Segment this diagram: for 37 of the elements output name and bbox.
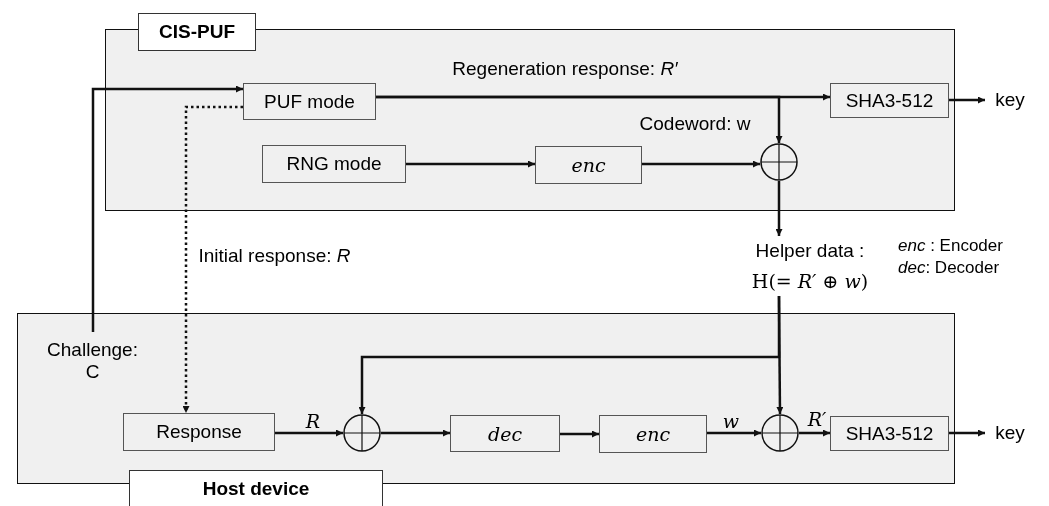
hash-box: SHA3-512 (830, 416, 949, 451)
arrow (949, 429, 985, 437)
arrow (799, 429, 830, 437)
process-box: Response (123, 413, 275, 451)
edge-label: R (304, 410, 322, 432)
signal-label: Helper data : (755, 240, 865, 262)
arrow (775, 181, 783, 236)
panel-title: CIS-PUF (138, 13, 256, 51)
encoder-box: enc (535, 146, 642, 184)
arrow (376, 95, 783, 143)
edge-label: R′ (806, 408, 828, 430)
panel-title: Host device (129, 470, 383, 506)
arrow (560, 430, 599, 438)
arrow (381, 429, 450, 437)
arrow (642, 160, 760, 168)
process-box: RNG mode (262, 145, 406, 183)
hash-box: SHA3-512 (830, 83, 949, 118)
edge-label: Codeword: w (638, 113, 752, 135)
arrow (358, 296, 781, 414)
note-text: enc : Encoder (898, 236, 1003, 256)
edge-label: Regeneration response: R′ (451, 58, 679, 80)
encoder-box: enc (599, 415, 707, 453)
arrow (275, 429, 343, 437)
arrow (91, 85, 243, 332)
output-label: key (995, 89, 1025, 111)
edge-label: Initial response: R (197, 245, 352, 267)
decoder-box: dec (450, 415, 560, 452)
process-box: PUF mode (243, 83, 376, 120)
edge-label: w (721, 410, 741, 432)
output-label: key (995, 422, 1025, 444)
note-text: dec: Decoder (898, 258, 1000, 278)
arrow (949, 96, 985, 104)
dotted-arrow (182, 105, 243, 413)
arrow (707, 429, 761, 437)
formula-label: H(= R′ ⊕ w) (751, 270, 869, 292)
arrow (406, 160, 535, 168)
signal-label: Challenge: C (46, 339, 139, 383)
